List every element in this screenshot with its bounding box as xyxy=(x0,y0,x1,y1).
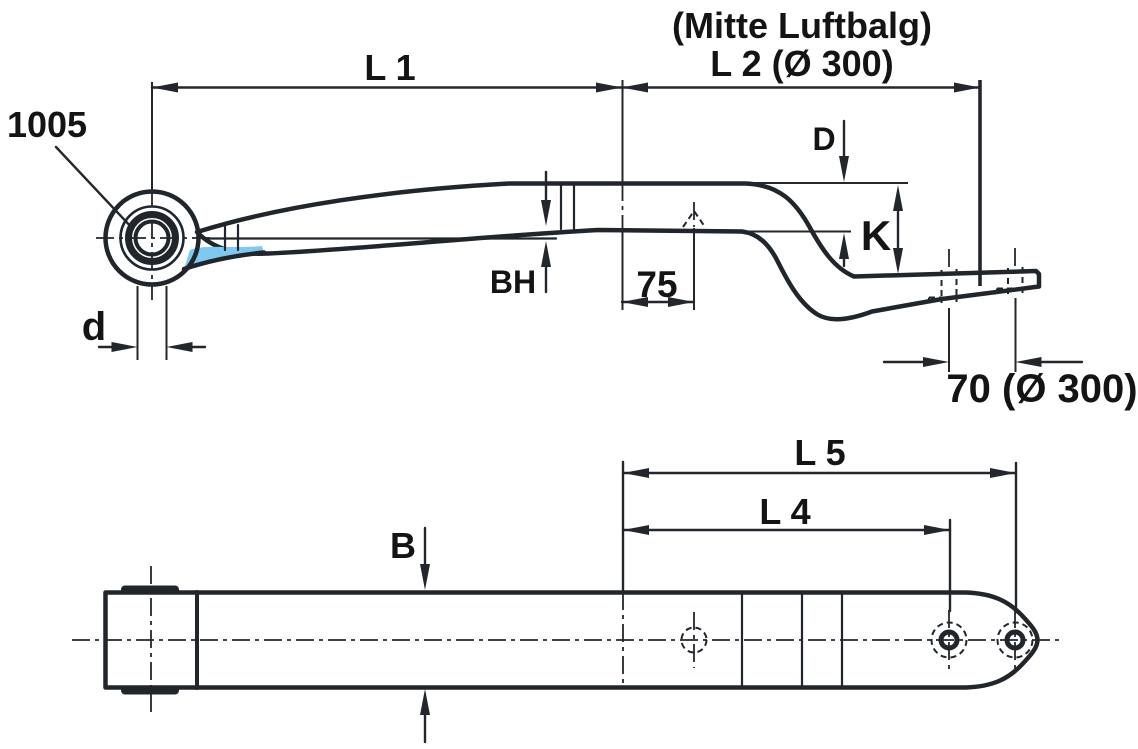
dim-75: 75 xyxy=(620,202,706,310)
dim-end-holes: 70 (Ø 300) xyxy=(882,298,1138,411)
blade-profile xyxy=(194,181,1042,322)
dim-d-thickness-label: D xyxy=(812,121,835,157)
dim-l2-label: L 2 (Ø 300) xyxy=(710,43,893,84)
dim-b: B xyxy=(390,525,430,744)
plan-hole-rear xyxy=(996,610,1034,670)
dim-l1: L 1 xyxy=(150,47,624,310)
dim-eye-bore: d xyxy=(82,286,207,360)
plan-view: B L 5 L 4 xyxy=(72,432,1062,744)
dim-bh-label: BH xyxy=(490,264,536,300)
dim-l5: L 5 xyxy=(621,432,1018,686)
dim-l1-label: L 1 xyxy=(364,47,415,88)
dim-l4-label: L 4 xyxy=(759,491,810,532)
dim-l4: L 4 xyxy=(621,491,952,613)
dim-l5-label: L 5 xyxy=(794,432,845,473)
dim-b-label: B xyxy=(390,525,416,566)
plan-eye-wrap-top xyxy=(121,585,179,595)
dim-d-label: d xyxy=(82,305,106,349)
dim-70-label: 70 (Ø 300) xyxy=(946,367,1137,411)
dim-k: K xyxy=(861,185,903,274)
eye-center-crosshair xyxy=(96,188,214,300)
dim-k-label: K xyxy=(861,212,891,259)
plan-hole-front xyxy=(930,610,968,670)
part-number-label: 1005 xyxy=(7,104,87,145)
plan-eye-wrap-bottom xyxy=(121,685,179,695)
plan-center-hole xyxy=(680,612,708,668)
dim-75-label: 75 xyxy=(636,264,677,305)
leader-line xyxy=(54,145,135,231)
side-view: 1005 L 1 (Mitte Luftbalg) L 2 (Ø 300) xyxy=(7,5,1138,411)
hidden-hole-rear xyxy=(996,248,1031,295)
dim-blade-thickness: D xyxy=(748,119,908,268)
dim-l2: (Mitte Luftbalg) L 2 (Ø 300) xyxy=(620,5,982,286)
dim-l2-note-label: (Mitte Luftbalg) xyxy=(672,5,932,46)
hidden-hole-front xyxy=(928,249,963,304)
part-number-callout: 1005 xyxy=(7,104,135,231)
dim-bh: BH xyxy=(490,170,551,300)
air-bag-centre-mark xyxy=(682,209,706,228)
